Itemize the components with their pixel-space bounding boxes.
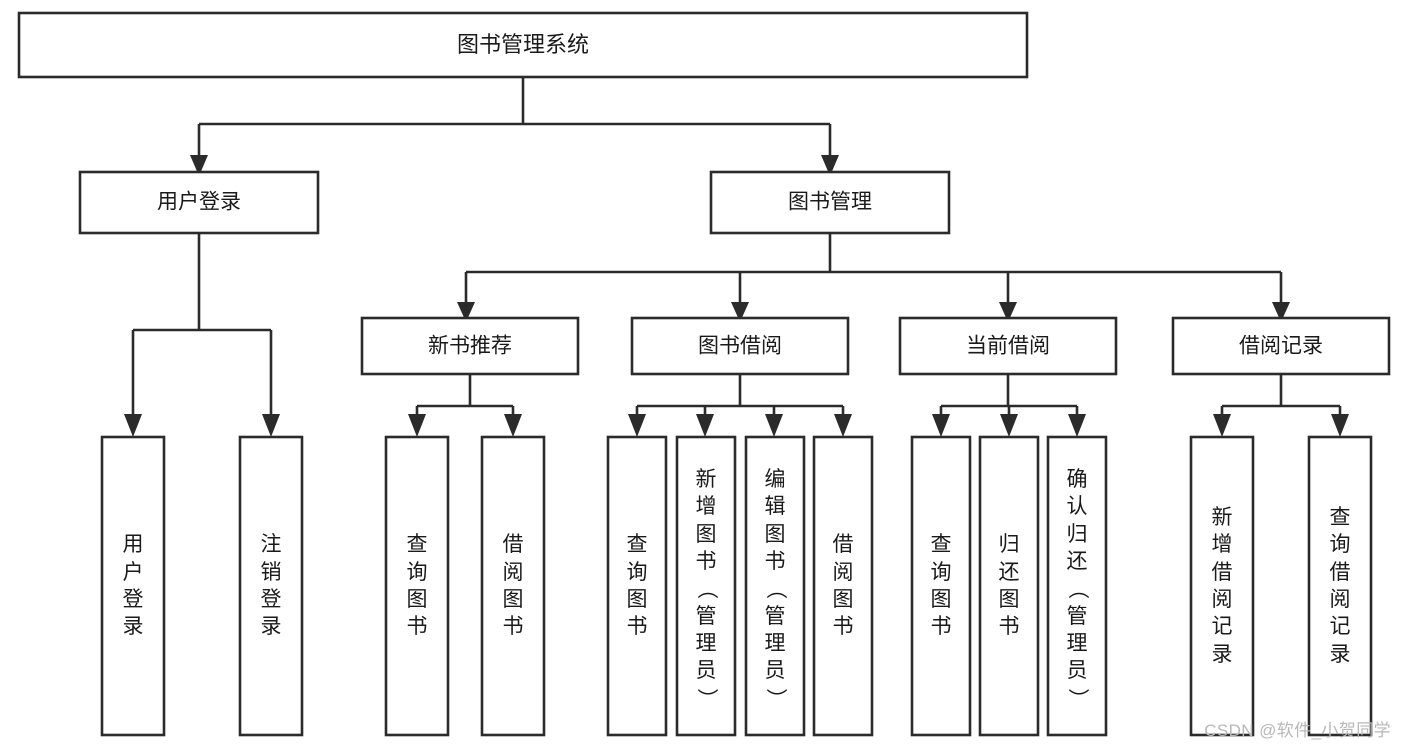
node-new-book-recommend-label: 新书推荐: [428, 335, 512, 358]
csdn-watermark: CSDN @软件_小贺同学: [1204, 721, 1391, 740]
node-root[interactable]: 图书管理系统: [17, 11, 1029, 79]
node-book-borrow-box[interactable]: [630, 316, 850, 376]
leaf-user-login-box[interactable]: [100, 435, 166, 737]
leaf-add-book-box[interactable]: [675, 435, 737, 737]
node-book-manage-box[interactable]: [709, 170, 951, 235]
node-root-box[interactable]: [17, 11, 1029, 79]
arrow-head-leaf-edit-book: [765, 414, 783, 437]
node-book-manage[interactable]: 图书管理: [709, 170, 951, 235]
arrow-head-group: [124, 155, 1349, 437]
node-new-book-recommend[interactable]: 新书推荐: [360, 316, 580, 376]
arrow-head-book-borrow: [731, 302, 749, 322]
node-current-borrow[interactable]: 当前借阅: [898, 316, 1118, 376]
arrow-head-leaf-return-book: [1000, 414, 1018, 437]
leaf-borrow-book-1-box[interactable]: [480, 435, 546, 737]
node-borrow-record-box[interactable]: [1171, 316, 1391, 376]
arrow-head-leaf-query-book-1: [408, 414, 426, 437]
node-user-login-box[interactable]: [78, 170, 320, 235]
leaf-query-record-box[interactable]: [1307, 435, 1373, 737]
node-new-book-recommend-box[interactable]: [360, 316, 580, 376]
arrow-head-leaf-confirm-return: [1068, 414, 1086, 437]
node-user-login-label: 用户登录: [157, 191, 241, 214]
leaf-box-group: [100, 435, 1373, 737]
leaf-add-record-box[interactable]: [1189, 435, 1255, 737]
arrow-head-leaf-query-book-3: [932, 414, 950, 437]
leaf-query-book-1-box[interactable]: [384, 435, 450, 737]
arrow-head-leaf-add-book: [696, 414, 714, 437]
leaf-return-book-box[interactable]: [978, 435, 1040, 737]
arrow-head-leaf-borrow-book-1: [504, 414, 522, 437]
arrow-head-new-book-recommend: [457, 302, 475, 322]
leaf-borrow-book-2-box[interactable]: [812, 435, 874, 737]
node-book-borrow[interactable]: 图书借阅: [630, 316, 850, 376]
arrow-head-leaf-user-login: [124, 414, 142, 437]
leaf-confirm-return-box[interactable]: [1046, 435, 1108, 737]
arrow-head-leaf-add-record: [1213, 414, 1231, 437]
arrow-head-leaf-query-record: [1331, 414, 1349, 437]
leaf-query-book-3-box[interactable]: [910, 435, 972, 737]
arrow-head-book-manage: [821, 155, 839, 176]
node-borrow-record-label: 借阅记录: [1239, 335, 1323, 358]
arrow-head-current-borrow: [999, 302, 1017, 322]
node-book-manage-label: 图书管理: [788, 191, 872, 214]
node-current-borrow-box[interactable]: [898, 316, 1118, 376]
node-borrow-record[interactable]: 借阅记录: [1171, 316, 1391, 376]
arrow-head-leaf-query-book-2: [628, 414, 646, 437]
node-current-borrow-label: 当前借阅: [966, 335, 1050, 358]
arrow-head-leaf-borrow-book-2: [834, 414, 852, 437]
arrow-head-leaf-logout: [262, 414, 280, 437]
leaf-logout-box[interactable]: [238, 435, 304, 737]
node-user-login[interactable]: 用户登录: [78, 170, 320, 235]
node-root-label: 图书管理系统: [457, 32, 589, 57]
leaf-edit-book-box[interactable]: [744, 435, 806, 737]
arrow-head-borrow-record: [1272, 302, 1290, 322]
leaf-query-book-2-box[interactable]: [606, 435, 668, 737]
node-book-borrow-label: 图书借阅: [698, 335, 782, 358]
arrow-head-user-login: [190, 155, 208, 176]
